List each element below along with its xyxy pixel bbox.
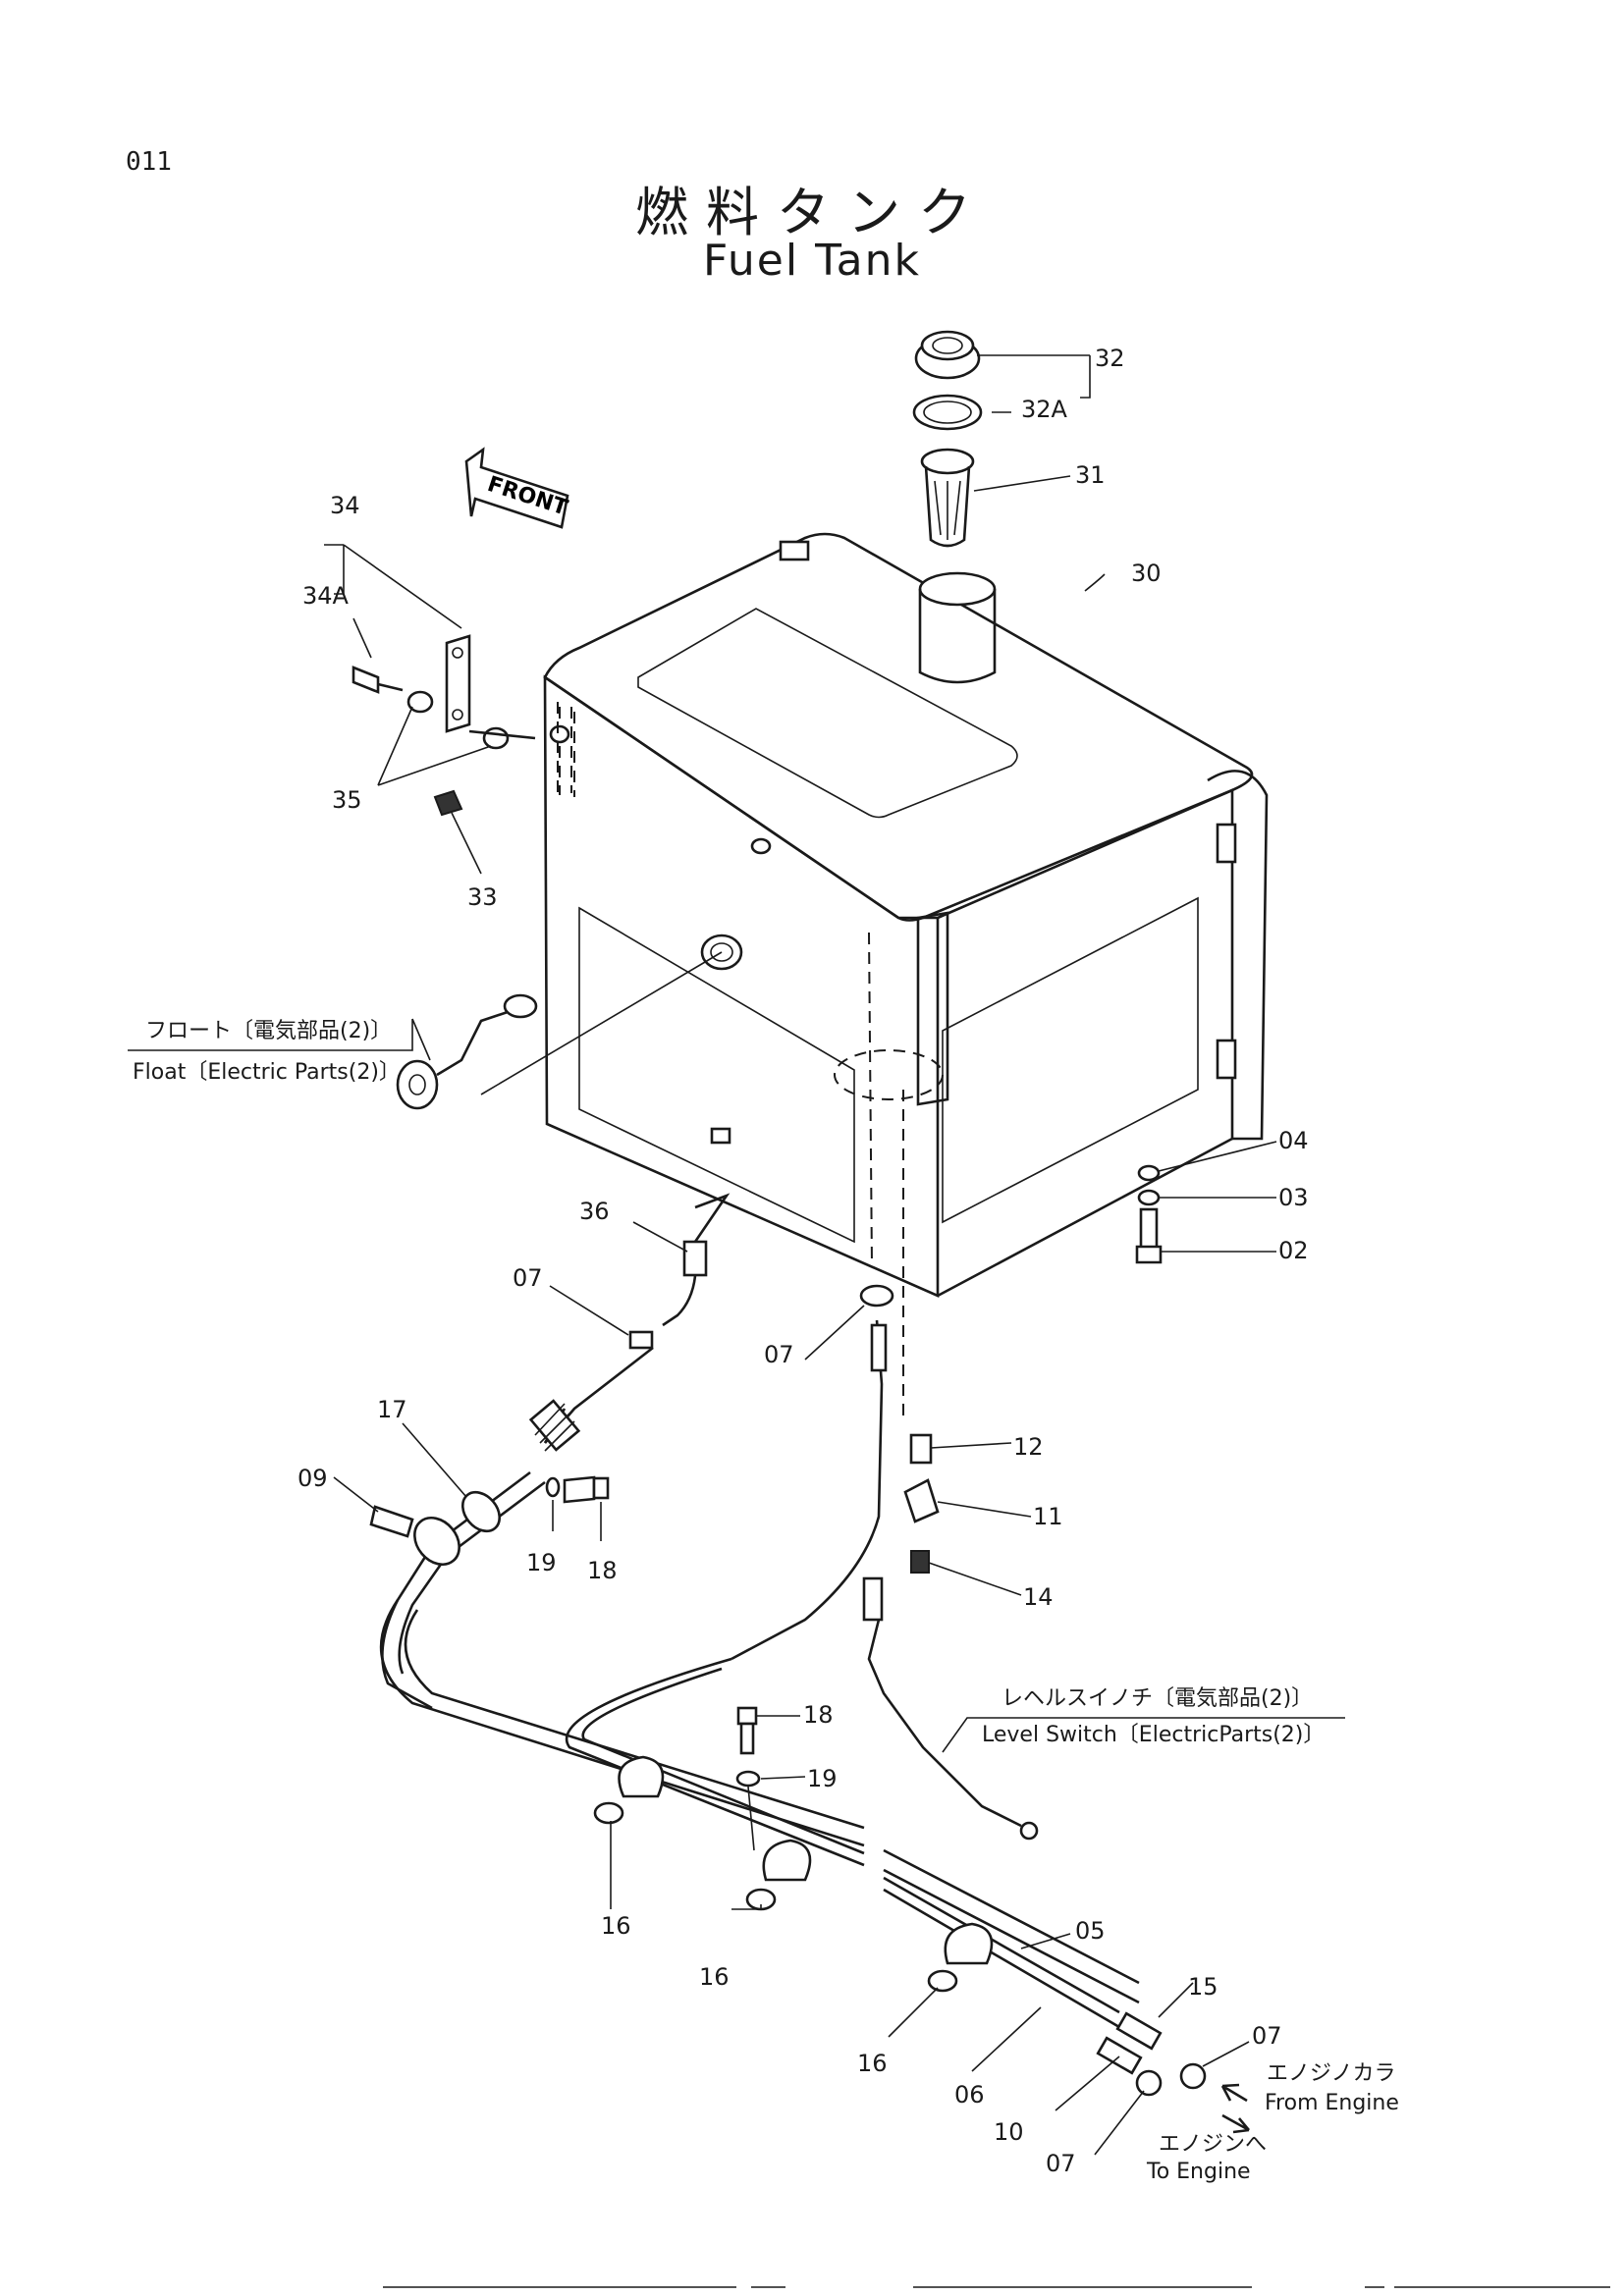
part-label-31: 31 — [1075, 461, 1106, 489]
part-label-05: 05 — [1075, 1917, 1106, 1945]
part-label-16-a: 16 — [601, 1912, 631, 1940]
drain-hardware — [1135, 1164, 1163, 1264]
part-label-34: 34 — [330, 492, 360, 519]
part-label-19: 19 — [526, 1549, 557, 1576]
part-label-16-b: 16 — [699, 1963, 730, 1991]
part-label-06: 06 — [954, 2081, 985, 2109]
part-label-07-d: 07 — [1046, 2150, 1076, 2177]
part-label-10: 10 — [994, 2118, 1024, 2146]
float-note-english: Float〔Electric Parts(2)〕 — [133, 1060, 401, 1085]
part-label-32: 32 — [1095, 345, 1125, 372]
part-label-07-b: 07 — [764, 1341, 794, 1368]
filler-gasket — [912, 394, 983, 431]
part-label-36: 36 — [579, 1198, 610, 1225]
part-label-07-c: 07 — [1252, 2022, 1282, 2050]
part-label-18-b: 18 — [803, 1701, 834, 1729]
level-switch-fittings — [862, 1433, 1039, 1841]
page-title-japanese: 燃料タンク — [635, 182, 989, 243]
part-label-30: 30 — [1131, 560, 1162, 587]
part-label-34a: 34A — [302, 582, 349, 610]
bolt-18-washer-19-lower — [735, 1706, 761, 1851]
part-label-15: 15 — [1188, 1973, 1218, 2001]
pipe-clamp — [593, 1755, 665, 1825]
bolt-18-washer-19 — [545, 1475, 610, 1504]
clamp-09-17 — [369, 1490, 502, 1567]
fuel-tank — [543, 532, 1269, 1298]
hose-clamp — [859, 1284, 894, 1308]
filler-strainer — [920, 448, 975, 548]
from-engine-note-english: From Engine — [1265, 2091, 1399, 2115]
part-label-03: 03 — [1278, 1184, 1309, 1211]
part-label-18: 18 — [587, 1557, 618, 1584]
pipe-clamp — [927, 1922, 994, 1993]
page-number: 011 — [126, 147, 172, 177]
part-label-02: 02 — [1278, 1237, 1309, 1264]
part-label-12: 12 — [1013, 1433, 1044, 1461]
filler-cap — [914, 330, 981, 380]
hose-fitting-17 — [528, 1399, 581, 1452]
part-label-33: 33 — [467, 883, 498, 911]
page-title-english: Fuel Tank — [703, 236, 921, 286]
part-label-17: 17 — [377, 1396, 407, 1423]
part-label-14: 14 — [1023, 1583, 1054, 1611]
part-label-32a: 32A — [1021, 396, 1067, 423]
pipe-clamp — [745, 1839, 812, 1911]
part-label-11: 11 — [1033, 1503, 1063, 1530]
return-fitting — [628, 1193, 731, 1350]
part-label-16-c: 16 — [857, 2050, 888, 2077]
to-engine-note-english: To Engine — [1147, 2160, 1251, 2184]
level-switch-note-japanese: レヘルスイノチ〔電気部品(2)〕 — [1001, 1686, 1314, 1711]
fuel-pipes — [379, 1599, 1140, 2029]
part-label-35: 35 — [332, 786, 362, 814]
mounting-bracket — [352, 634, 572, 817]
part-label-04: 04 — [1278, 1127, 1309, 1154]
front-arrow-icon: FRONT — [464, 447, 570, 529]
to-engine-note-japanese: エノジンへ — [1159, 2132, 1268, 2157]
hose-ends — [1096, 2011, 1207, 2097]
float-note-japanese: フロート〔電気部品(2)〕 — [145, 1019, 393, 1043]
front-arrow-label: FRONT — [484, 472, 570, 521]
level-switch-note-english: Level Switch〔ElectricParts(2)〕 — [982, 1723, 1326, 1747]
part-label-07-a: 07 — [513, 1264, 543, 1292]
part-label-19-b: 19 — [807, 1765, 838, 1792]
from-engine-note-japanese: エノジノカラ — [1267, 2061, 1396, 2086]
part-label-09: 09 — [298, 1465, 328, 1492]
float-assembly — [128, 951, 723, 1110]
